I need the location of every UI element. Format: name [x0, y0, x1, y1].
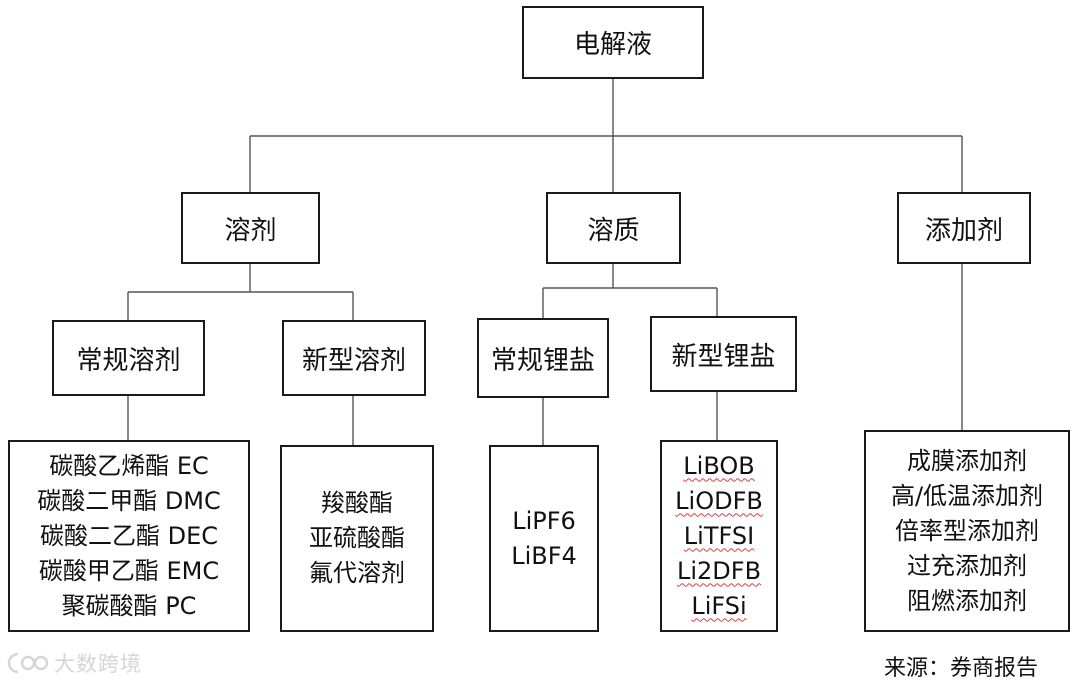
list-item: 羧酸酯: [321, 489, 393, 517]
new-solvent-node: 新型溶剂: [282, 320, 426, 396]
list-item: LiPF6: [512, 506, 576, 535]
list-item: Li2DFB: [676, 556, 762, 585]
list-item: 碳酸乙烯酯 EC: [49, 451, 209, 480]
watermark: 大数跨境: [6, 648, 142, 678]
root-label: 电解液: [573, 30, 652, 60]
additive-label: 添加剂: [924, 215, 1003, 246]
list-item: 氟代溶剂: [309, 559, 405, 587]
conventional-solvent-node: 常规溶剂: [52, 320, 205, 396]
conventional-salt-list: LiPF6 LiBF4: [489, 445, 599, 632]
conventional-salt-node: 常规锂盐: [477, 318, 609, 398]
additive-node: 添加剂: [897, 192, 1031, 264]
list-item: 碳酸二乙酯 DEC: [39, 521, 219, 550]
solute-label: 溶质: [587, 215, 640, 246]
list-item: LiFSi: [691, 591, 747, 620]
conventional-salt-label: 常规锂盐: [490, 345, 595, 376]
list-item: 成膜添加剂: [907, 446, 1027, 475]
watermark-text: 大数跨境: [54, 652, 142, 676]
list-item: LiODFB: [675, 486, 763, 515]
new-solvent-label: 新型溶剂: [301, 345, 406, 376]
conventional-solvent-list: 碳酸乙烯酯 EC 碳酸二甲酯 DMC 碳酸二乙酯 DEC 碳酸甲乙酯 EMC 聚…: [8, 440, 250, 632]
new-salt-list: LiBOB LiODFB LiTFSI Li2DFB LiFSi: [660, 440, 778, 632]
additive-list: 成膜添加剂 高/低温添加剂 倍率型添加剂 过充添加剂 阻燃添加剂: [864, 430, 1070, 632]
list-item: 过充添加剂: [907, 551, 1027, 580]
solvent-label: 溶剂: [224, 215, 277, 246]
list-item: 阻燃添加剂: [907, 586, 1027, 615]
list-item: 碳酸甲乙酯 EMC: [38, 556, 220, 585]
new-solvent-list: 羧酸酯 亚硫酸酯 氟代溶剂: [280, 445, 434, 632]
list-item: 倍率型添加剂: [895, 516, 1039, 545]
solute-node: 溶质: [546, 192, 681, 264]
list-item: 聚碳酸酯 PC: [61, 591, 197, 620]
new-salt-label: 新型锂盐: [671, 341, 776, 372]
solvent-node: 溶剂: [181, 192, 320, 264]
list-item: LiTFSI: [683, 521, 755, 550]
list-item: 亚硫酸酯: [309, 524, 405, 552]
list-item: LiBF4: [511, 541, 577, 570]
list-item: LiBOB: [683, 451, 755, 480]
list-item: 高/低温添加剂: [890, 481, 1044, 510]
root-node: 电解液: [522, 6, 704, 79]
source-note: 来源：券商报告: [884, 656, 1039, 681]
list-item: 碳酸二甲酯 DMC: [37, 486, 221, 515]
conventional-solvent-label: 常规溶剂: [76, 345, 181, 376]
new-salt-node: 新型锂盐: [650, 316, 797, 392]
watermark-logo-icon: [7, 652, 49, 674]
